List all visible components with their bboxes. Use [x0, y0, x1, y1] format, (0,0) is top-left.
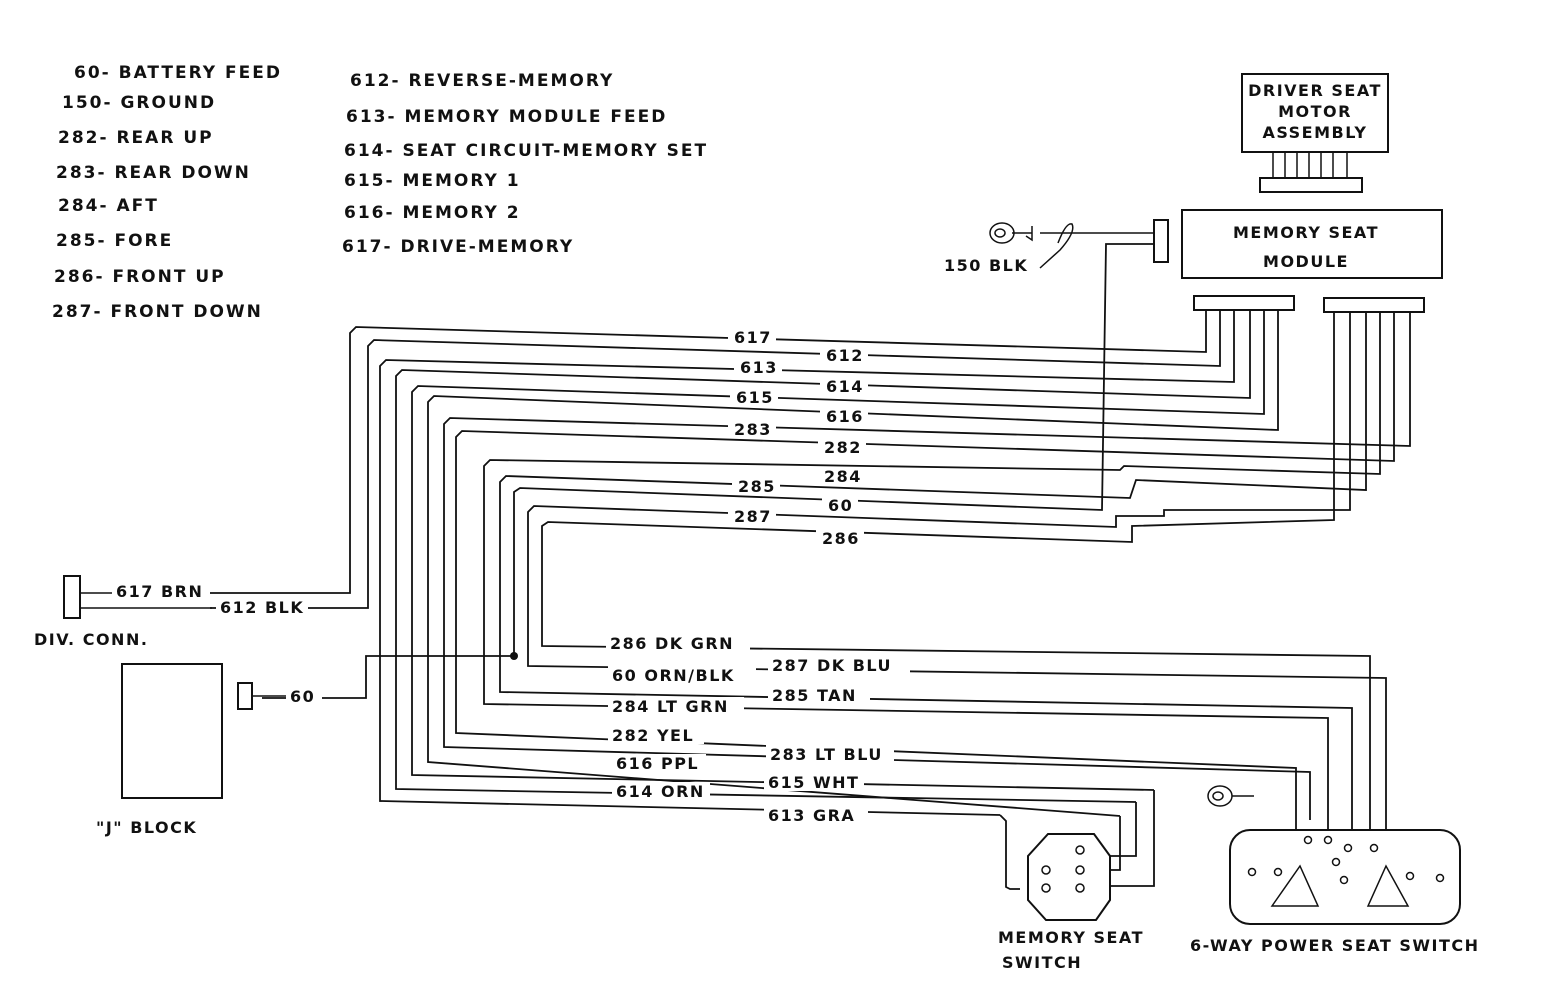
junction-dot — [510, 652, 518, 660]
wire-label-617: 617 — [734, 328, 772, 347]
legend-item-287: 287- FRONT DOWN — [52, 302, 263, 322]
legend-item-615: 615- MEMORY 1 — [344, 171, 521, 191]
legend-item-614: 614- SEAT CIRCUIT-MEMORY SET — [344, 141, 708, 161]
legend-item-150: 150- GROUND — [62, 93, 216, 113]
wire-label-60: 60 — [828, 496, 853, 515]
div-wire-label-617: 617 BRN — [116, 582, 203, 601]
wire-label-286-dk-grn: 286 DK GRN — [610, 634, 734, 653]
legend-left: 60- BATTERY FEED 150- GROUND 282- REAR U… — [52, 63, 282, 322]
legend-item-60: 60- BATTERY FEED — [74, 63, 282, 83]
j-block-label: "J" BLOCK — [96, 818, 197, 837]
legend-item-284: 284- AFT — [58, 196, 159, 216]
wire-label-613: 613 — [740, 358, 778, 377]
module-connector-b — [1323, 297, 1425, 313]
wire-harness-upper — [210, 243, 1411, 890]
motor-label-3: ASSEMBLY — [1262, 123, 1367, 142]
div-conn-label: DIV. CONN. — [34, 630, 148, 649]
wire-label-616: 616 — [826, 407, 864, 426]
legend-right: 612- REVERSE-MEMORY 613- MEMORY MODULE F… — [342, 71, 708, 257]
power-switch-label: 6-WAY POWER SEAT SWITCH — [1190, 936, 1480, 955]
wire-label-285: 285 — [738, 477, 776, 496]
div-wire-label-612: 612 BLK — [220, 598, 304, 617]
wire-label-614: 614 — [826, 377, 864, 396]
motor-label-1: DRIVER SEAT — [1248, 81, 1382, 100]
wire-label-283-lt-blu: 283 LT BLU — [770, 745, 883, 764]
wire-label-616-ppl: 616 PPL — [616, 754, 699, 773]
wire-label-287-dk-blu: 287 DK BLU — [772, 656, 892, 675]
wire-label-615: 615 — [736, 388, 774, 407]
memory-seat-switch: MEMORY SEAT SWITCH — [998, 833, 1144, 972]
wire-label-286: 286 — [822, 529, 860, 548]
module-label-1: MEMORY SEAT — [1233, 223, 1379, 242]
wire-label-614-orn: 614 ORN — [616, 782, 705, 801]
wire-label-282-yel: 282 YEL — [612, 726, 694, 745]
wire-label-284-lt-grn: 284 LT GRN — [612, 697, 729, 716]
upper-wire-labels: 617 612 613 614 615 616 283 282 284 285 … — [728, 328, 868, 548]
motor-label-2: MOTOR — [1278, 102, 1352, 121]
legend-item-613: 613- MEMORY MODULE FEED — [346, 107, 667, 127]
legend-item-283: 283- REAR DOWN — [56, 163, 251, 183]
legend-item-282: 282- REAR UP — [58, 128, 214, 148]
wire-label-285-tan: 285 TAN — [772, 686, 857, 705]
module-label-2: MODULE — [1263, 252, 1349, 271]
legend-item-285: 285- FORE — [56, 231, 173, 251]
wire-label-287: 287 — [734, 507, 772, 526]
wire-label-612: 612 — [826, 346, 864, 365]
wire-label-60-orn-blk: 60 ORN/BLK — [612, 666, 735, 685]
wire-label-615-wht: 615 WHT — [768, 773, 859, 792]
module-connector-a — [1193, 295, 1295, 311]
legend-item-616: 616- MEMORY 2 — [344, 203, 521, 223]
j-block: 60 "J" BLOCK — [96, 663, 322, 837]
lower-wire-labels: 286 DK GRN 287 DK BLU 60 ORN/BLK 285 TAN… — [606, 634, 910, 825]
j-block-connector — [237, 682, 253, 710]
memory-switch-label-2: SWITCH — [1002, 953, 1082, 972]
driver-seat-motor-assembly: DRIVER SEAT MOTOR ASSEMBLY — [1241, 73, 1389, 193]
memory-switch-label-1: MEMORY SEAT — [998, 928, 1144, 947]
memory-seat-module: MEMORY SEAT MODULE — [1153, 209, 1443, 313]
j-block-wire-label: 60 — [290, 687, 315, 706]
wire-label-283: 283 — [734, 420, 772, 439]
legend-item-612: 612- REVERSE-MEMORY — [350, 71, 614, 91]
legend-item-617: 617- DRIVE-MEMORY — [342, 237, 574, 257]
wire-label-284: 284 — [824, 467, 862, 486]
switch-ground-terminal — [1207, 785, 1233, 807]
legend-item-286: 286- FRONT UP — [54, 267, 226, 287]
wire-label-613-gra: 613 GRA — [768, 806, 855, 825]
ground-label: 150 BLK — [944, 256, 1028, 275]
module-ground-connector — [1153, 219, 1169, 263]
ground-terminal: 150 BLK — [944, 222, 1154, 275]
power-seat-switch: 6-WAY POWER SEAT SWITCH — [1190, 785, 1480, 955]
wire-label-282: 282 — [824, 438, 862, 457]
div-connector: 617 BRN 612 BLK DIV. CONN. — [34, 575, 308, 649]
